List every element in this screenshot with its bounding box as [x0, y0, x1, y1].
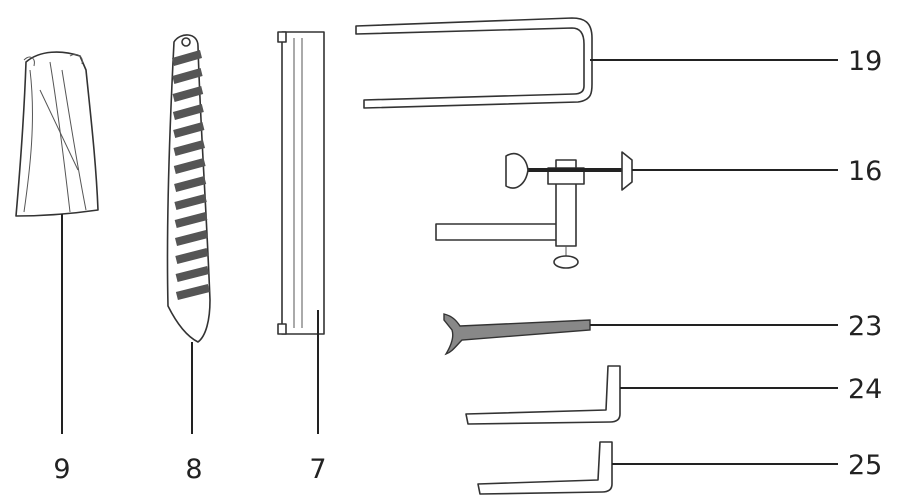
label-part-25: 25 [848, 450, 882, 481]
label-part-16: 16 [848, 156, 882, 187]
flute-band [173, 140, 205, 156]
part-guide-rail [277, 31, 325, 434]
flute-band [172, 50, 202, 66]
part-u-bracket [355, 17, 838, 109]
drill-flutes [172, 50, 210, 300]
part-bag [15, 51, 99, 434]
flute-band [172, 68, 203, 84]
part-drill-bit [166, 34, 211, 434]
label-part-7: 7 [309, 454, 326, 485]
flute-band [175, 284, 210, 300]
part-spanner-wrench [443, 313, 838, 356]
label-part-9: 9 [53, 454, 70, 485]
label-part-8: 8 [185, 454, 202, 485]
flute-band [174, 212, 208, 228]
label-part-23: 23 [848, 311, 882, 342]
part-hex-key-large [465, 365, 838, 425]
flute-band [175, 248, 209, 264]
flute-band [174, 194, 207, 210]
label-part-19: 19 [848, 46, 882, 77]
flute-band [172, 86, 204, 102]
flute-band [172, 104, 204, 120]
part-hex-key-small [477, 441, 838, 495]
flute-band [174, 176, 207, 192]
flute-band [175, 230, 208, 246]
flute-band [173, 158, 206, 174]
flute-band [173, 122, 205, 138]
part-clamp [435, 151, 838, 269]
flute-band [175, 266, 210, 282]
label-part-24: 24 [848, 374, 882, 405]
